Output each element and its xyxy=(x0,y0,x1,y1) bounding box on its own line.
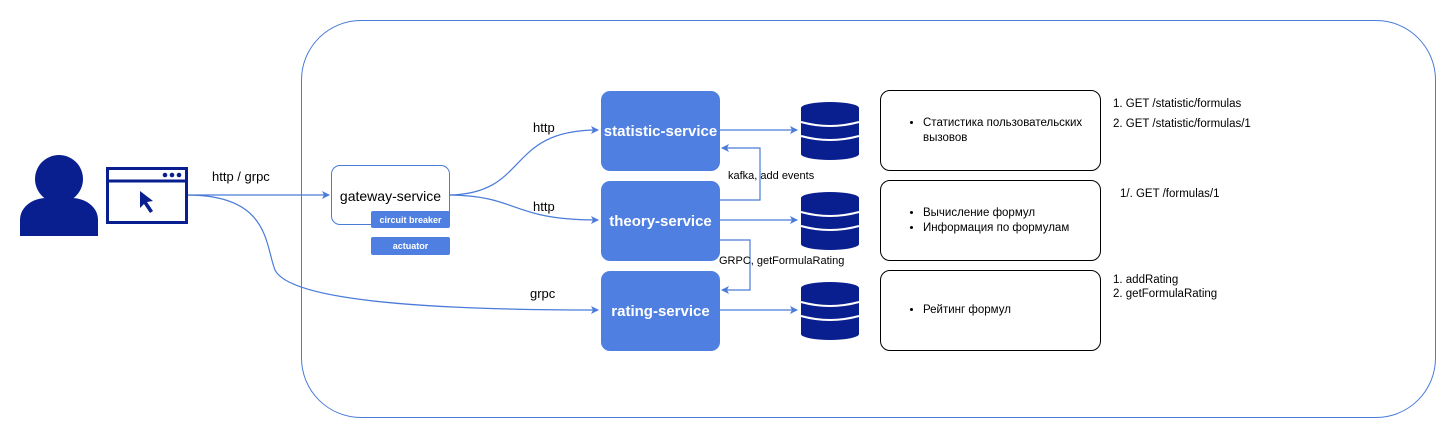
edge-theory-statistic xyxy=(720,144,761,201)
theory-endpoints: 1/. GET /formulas/1 xyxy=(1120,184,1220,204)
actuator-chip: actuator xyxy=(371,237,450,255)
label-theory-rating: GRPC, getFormulaRating xyxy=(719,255,845,267)
theory-description-card: Вычисление формул Информация по формулам xyxy=(880,180,1101,261)
description-item: Рейтинг формул xyxy=(923,303,1011,318)
rating-service-node: rating-service xyxy=(601,271,720,351)
description-item: Информация по формулам xyxy=(923,221,1069,236)
label-gateway-statistic: http xyxy=(533,120,555,135)
description-item: Статистика пользовательских вызовов xyxy=(923,116,1100,146)
endpoint-line: 1. GET /statistic/formulas xyxy=(1113,98,1242,110)
statistic-description-card: Статистика пользовательских вызовов xyxy=(880,90,1101,171)
statistic-database-icon xyxy=(800,102,860,160)
edge-theory-rating xyxy=(720,239,751,294)
label-theory-statistic: kafka, add events xyxy=(728,170,815,182)
theory-service-node: theory-service xyxy=(601,181,720,261)
endpoint-line: 2. GET /statistic/formulas/1 xyxy=(1113,118,1251,130)
endpoint-line: 1. addRating xyxy=(1113,274,1179,286)
browser-icon xyxy=(106,167,188,224)
rating-description-card: Рейтинг формул xyxy=(880,270,1101,351)
circuit-breaker-chip: circuit breaker xyxy=(371,211,450,228)
statistic-endpoints: 1. GET /statistic/formulas 2. GET /stati… xyxy=(1113,94,1251,134)
theory-service-label: theory-service xyxy=(609,212,712,230)
edge-client-rating xyxy=(186,194,599,314)
endpoint-line: 1/. GET /formulas/1 xyxy=(1120,188,1220,200)
system-boundary xyxy=(301,20,1436,418)
rating-endpoints: 1. addRating 2. getFormulaRating xyxy=(1113,273,1217,301)
label-client-rating: grpc xyxy=(530,286,556,301)
rating-service-label: rating-service xyxy=(611,302,710,320)
statistic-service-label: statistic-service xyxy=(603,122,718,140)
description-item: Вычисление формул xyxy=(923,206,1069,221)
user-icon xyxy=(20,155,98,236)
endpoint-line: 2. getFormulaRating xyxy=(1113,288,1218,300)
edge-gateway-statistic xyxy=(449,126,599,196)
gateway-service-label: gateway-service xyxy=(339,188,442,204)
rating-database-icon xyxy=(800,282,860,340)
label-user-gateway: http / grpc xyxy=(212,169,270,184)
statistic-service-node: statistic-service xyxy=(601,91,720,171)
edge-gateway-theory xyxy=(449,194,599,224)
label-gateway-theory: http xyxy=(533,199,555,214)
theory-database-icon xyxy=(800,192,860,250)
